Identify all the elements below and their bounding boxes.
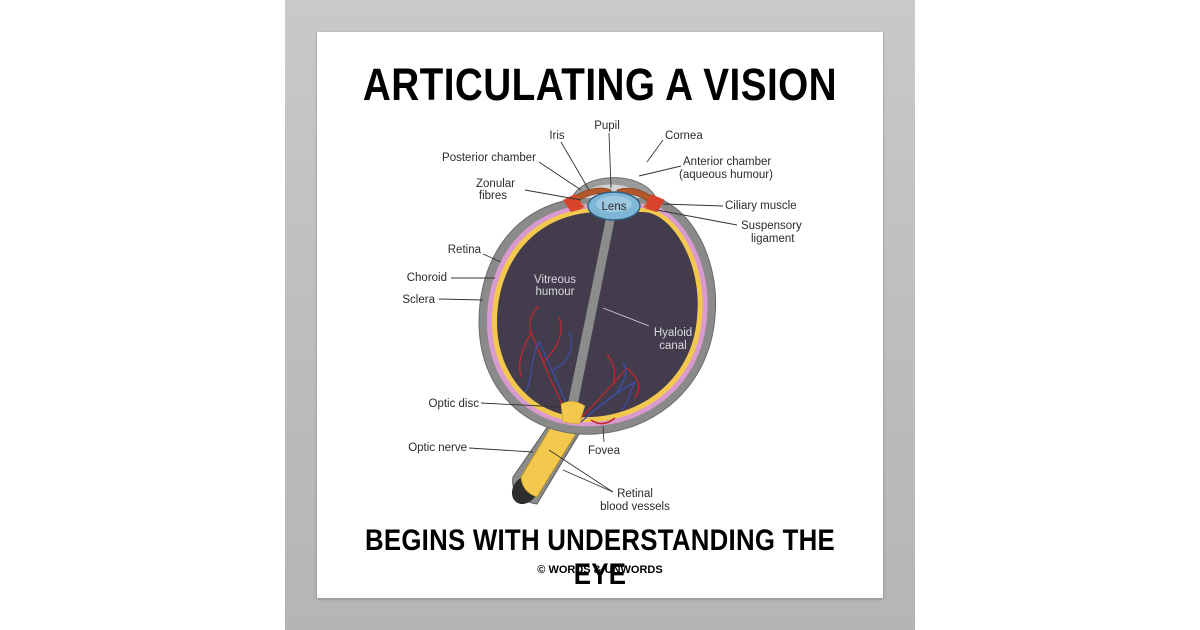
label-fovea: Fovea — [588, 445, 621, 457]
label-vitreous-2: humour — [536, 286, 575, 298]
fovea — [590, 417, 616, 425]
label-choroid: Choroid — [407, 272, 447, 284]
poster-title: ARTICULATING A VISION — [362, 59, 838, 110]
copyright-notice: © WORDS & UNWORDS — [537, 564, 663, 576]
label-hyaloid-1: Hyaloid — [654, 327, 692, 339]
label-zonular-1: Zonular — [476, 178, 515, 190]
label-anterior-chamber-2: (aqueous humour) — [679, 169, 773, 181]
label-suspensory-2: ligament — [751, 233, 795, 245]
hyaloid-canal — [566, 218, 615, 413]
label-pupil: Pupil — [594, 120, 620, 132]
label-posterior-chamber: Posterior chamber — [442, 152, 536, 164]
poster: ARTICULATING A VISION — [317, 32, 883, 598]
leader-hyaloid — [602, 307, 650, 327]
label-hyaloid-2: canal — [659, 340, 687, 352]
leader-lines — [438, 132, 738, 493]
label-suspensory-1: Suspensory — [741, 220, 802, 232]
optic-disc — [560, 401, 586, 425]
label-retinal-1: Retinal — [617, 488, 653, 500]
label-optic-disc: Optic disc — [429, 398, 480, 410]
vitreous-humour — [497, 212, 698, 418]
eye-anatomy-diagram: Lens Pupil Iris Cornea Posterior chamber — [402, 120, 802, 513]
label-anterior-chamber-1: Anterior chamber — [683, 156, 771, 168]
label-sclera: Sclera — [402, 294, 435, 306]
label-vitreous-1: Vitreous — [534, 274, 576, 286]
label-iris: Iris — [549, 130, 565, 142]
label-retina: Retina — [448, 244, 482, 256]
ciliary-muscle-right — [643, 194, 665, 212]
label-optic-nerve: Optic nerve — [408, 442, 467, 454]
lens-highlight — [596, 196, 632, 212]
label-zonular-2: fibres — [479, 190, 507, 202]
ciliary-muscle-left — [563, 194, 585, 212]
retinal-blood-vessels — [518, 305, 640, 423]
label-lens: Lens — [602, 201, 627, 213]
label-retinal-2: blood vessels — [600, 501, 670, 513]
poster-subtitle: BEGINS WITH UNDERSTANDING THE EYE — [365, 524, 835, 591]
label-cornea: Cornea — [665, 130, 703, 142]
label-ciliary-muscle: Ciliary muscle — [725, 200, 797, 212]
